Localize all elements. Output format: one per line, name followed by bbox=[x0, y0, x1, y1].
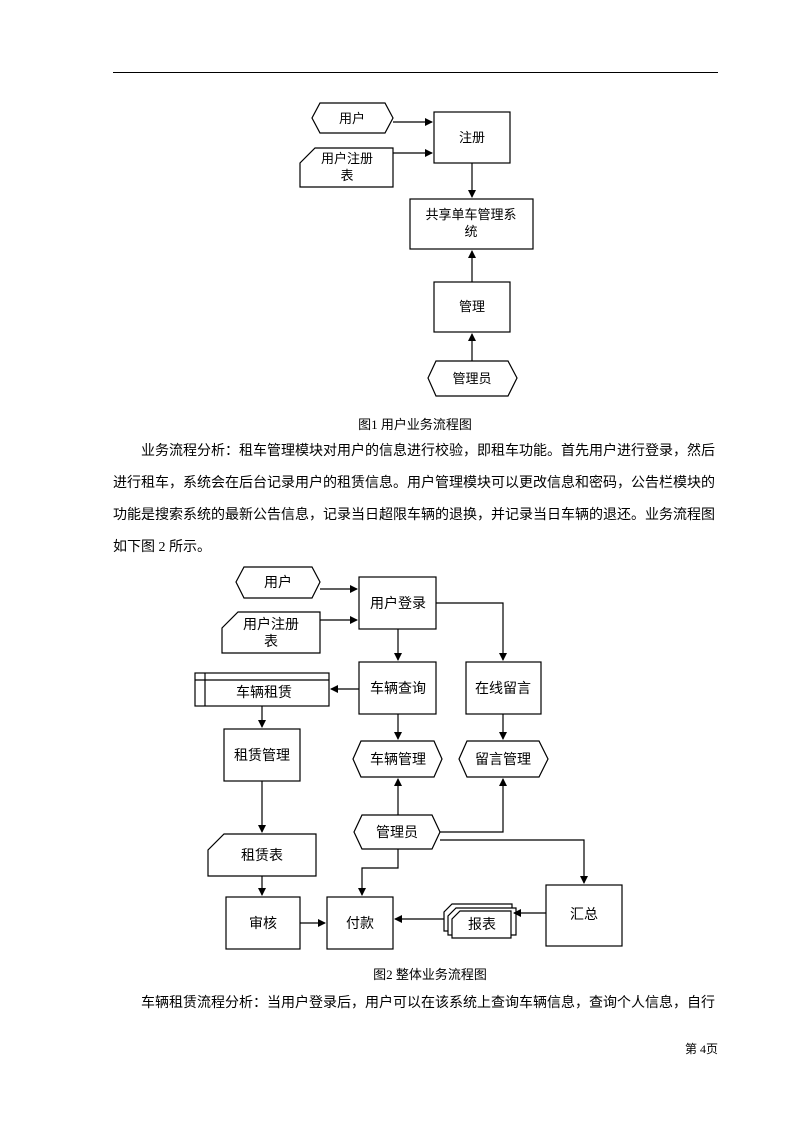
figure1-caption: 图1 用户业务流程图 bbox=[358, 417, 472, 432]
fig2-login-box bbox=[358, 576, 437, 630]
fig2-reg-form-label-line2: 表 bbox=[264, 634, 278, 650]
page-number: 第 4页 bbox=[684, 1042, 718, 1056]
paragraph-line: 车辆租赁流程分析：当用户登录后，用户可以在该系统上查询车辆信息，查询个人信息，自… bbox=[141, 996, 715, 1011]
figure1-diagram bbox=[299, 102, 534, 397]
paragraph-rental-analysis: 车辆租赁流程分析：当用户登录后，用户可以在该系统上查询车辆信息，查询个人信息，自… bbox=[113, 988, 718, 1020]
fig1-user-label: 用户 bbox=[339, 111, 365, 127]
fig2-vehicle-mgmt-node bbox=[352, 740, 443, 778]
fig2-online-msg-label: 在线留言 bbox=[475, 681, 531, 697]
paragraph-line: 进行租车，系统会在后台记录用户的租赁信息。用户管理模块可以更改信息和密码，公告栏… bbox=[113, 476, 715, 491]
fig2-admin-label: 管理员 bbox=[376, 825, 418, 841]
fig2-msg-mgmt-node bbox=[458, 740, 549, 778]
fig2-review-box bbox=[225, 896, 301, 950]
fig1-manage-label: 管理 bbox=[459, 300, 485, 315]
fig2-arrow-admin-payment bbox=[358, 849, 399, 896]
fig1-system-label-line2: 统 bbox=[464, 225, 477, 240]
fig2-admin-node bbox=[353, 814, 441, 850]
fig2-query-label: 车辆查询 bbox=[370, 680, 426, 697]
fig2-report-node bbox=[443, 903, 517, 939]
fig2-arrow-login-online bbox=[436, 602, 507, 661]
fig2-user-label: 用户 bbox=[264, 574, 292, 591]
paragraph-line: 业务流程分析：租车管理模块对用户的信息进行校验，即租车功能。首先用户进行登录，然… bbox=[141, 444, 715, 459]
fig2-reg-form-node bbox=[221, 611, 321, 654]
fig2-msg-mgmt-label: 留言管理 bbox=[475, 752, 531, 768]
fig1-user-node bbox=[311, 102, 394, 134]
fig2-arrow-admin-summary bbox=[440, 839, 588, 884]
fig2-rental-label: 车辆租赁 bbox=[236, 684, 292, 701]
fig1-system-box bbox=[409, 198, 534, 250]
figure1-labels: 用户 用户注册 表 注册 共享单车管理系 统 管理 管理员 bbox=[321, 111, 517, 387]
fig1-system-label-line1: 共享单车管理系 bbox=[425, 207, 516, 223]
fig1-reg-form-node bbox=[299, 147, 394, 188]
figure2-labels: 用户 用户注册 表 用户登录 车辆租赁 车辆查询 在线留言 租赁管理 车辆管理 … bbox=[234, 574, 598, 933]
figure2-caption: 图2 整体业务流程图 bbox=[373, 967, 487, 982]
fig2-query-box bbox=[358, 661, 437, 715]
fig2-rental-mgmt-box bbox=[223, 728, 301, 782]
fig2-summary-box bbox=[545, 884, 623, 947]
paragraph-line: 如下图 2 所示。 bbox=[113, 540, 211, 555]
fig2-reg-form-label-line1: 用户注册 bbox=[243, 616, 299, 633]
fig2-payment-label: 付款 bbox=[346, 916, 374, 932]
fig1-reg-form-label-line1: 用户注册 bbox=[321, 151, 373, 167]
fig1-admin-label: 管理员 bbox=[452, 372, 491, 387]
paragraph-business-analysis: 业务流程分析：租车管理模块对用户的信息进行校验，即租车功能。首先用户进行登录，然… bbox=[113, 436, 718, 564]
header-rule bbox=[113, 72, 718, 73]
fig1-register-label: 注册 bbox=[459, 131, 485, 146]
fig2-review-label: 审核 bbox=[249, 916, 277, 932]
paragraph-line: 功能是搜索系统的最新公告信息，记录当日超限车辆的退换，并记录当日车辆的退还。业务… bbox=[113, 508, 715, 523]
fig2-rental-mgmt-label: 租赁管理 bbox=[234, 748, 290, 764]
figure2-diagram bbox=[194, 566, 623, 950]
fig2-payment-box bbox=[326, 896, 394, 950]
fig1-register-box bbox=[433, 111, 511, 164]
fig2-report-label: 报表 bbox=[468, 917, 496, 933]
fig2-summary-label: 汇总 bbox=[570, 907, 598, 923]
fig2-vehicle-mgmt-label: 车辆管理 bbox=[370, 751, 426, 768]
fig2-login-label: 用户登录 bbox=[370, 595, 426, 612]
fig2-arrow-admin-msgmgmt bbox=[440, 778, 507, 833]
fig2-rental-table-label: 租赁表 bbox=[241, 848, 283, 864]
fig2-rental-box bbox=[194, 672, 330, 707]
fig1-reg-form-label-line2: 表 bbox=[340, 169, 353, 184]
fig2-user-node bbox=[235, 566, 321, 599]
fig1-manage-box bbox=[433, 281, 511, 333]
fig1-admin-node bbox=[427, 360, 518, 397]
